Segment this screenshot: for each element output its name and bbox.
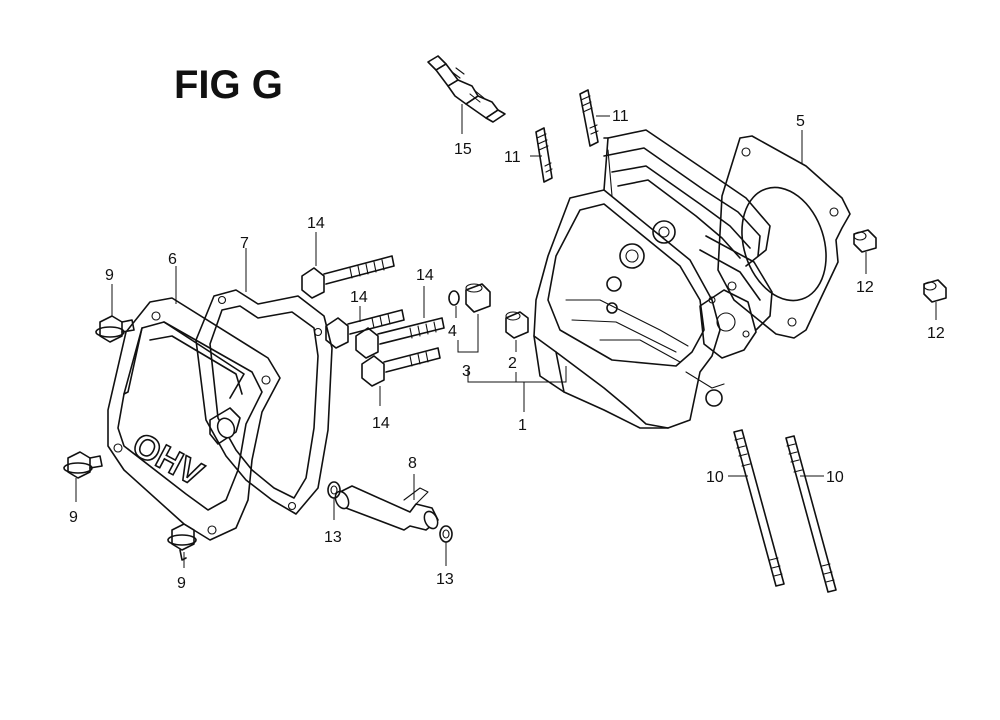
callout-15: 15 [454,141,472,158]
callout-14-mid: 14 [350,289,368,306]
stud-upper-right [579,89,599,147]
figure-title: FIG G [174,63,283,107]
tube-clip-13-right [439,525,453,543]
callout-10-right: 10 [826,469,844,486]
callout-14-bottom: 14 [372,415,390,432]
callout-3: 3 [462,363,471,380]
callout-13-right: 13 [436,571,454,588]
bolt-14-mid [325,309,405,349]
callout-11-left: 11 [504,149,521,166]
bolt-14-long [355,317,445,359]
tube-clip-13-left [327,481,341,499]
flange-bolt-9-bottom [167,523,197,561]
long-stud-10-left [733,429,785,587]
dowel-pin-b [923,279,947,303]
callout-14-right: 14 [416,267,434,284]
valve-cap-2 [505,311,529,339]
callout-5: 5 [796,113,805,130]
callout-12-a: 12 [856,279,874,296]
clip-4 [448,290,460,306]
callout-9-top: 9 [105,267,114,284]
callout-7: 7 [240,235,249,252]
breather-tube [334,485,439,531]
flange-bolt-9-left [63,451,103,479]
cylinder-head-gasket [717,135,851,339]
stud-upper-left [535,127,553,183]
bolt-14-top [301,255,395,299]
valve-cover: OHV [107,297,281,541]
callout-6: 6 [168,251,177,268]
callout-9-left: 9 [69,509,78,526]
callout-12-b: 12 [927,325,945,342]
long-stud-10-right [785,435,837,593]
callout-8: 8 [408,455,417,472]
valve-cover-gasket [195,289,333,515]
callout-2: 2 [508,355,517,372]
bolt-14-low [361,347,441,387]
callout-14-top: 14 [307,215,325,232]
cylinder-head [533,129,773,429]
valve-guide-3 [465,283,491,313]
callout-4: 4 [448,323,457,340]
callout-1: 1 [518,417,527,434]
callout-13-left: 13 [324,529,342,546]
spark-plug [427,55,506,123]
callout-11-right: 11 [612,108,629,125]
callout-10-left: 10 [706,469,724,486]
dowel-pin-a [853,229,877,253]
callout-9-bottom: 9 [177,575,186,592]
